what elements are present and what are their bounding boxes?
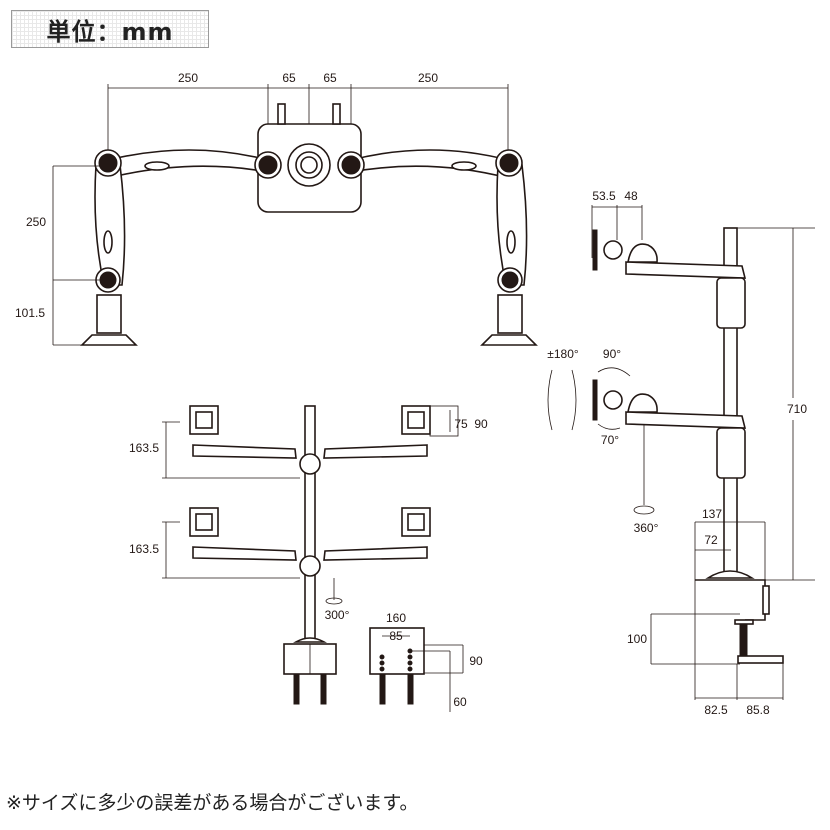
dim-vesa-75: 75 <box>454 417 468 431</box>
dim-clamp-depth: 60 <box>453 695 467 709</box>
unit-label: 単位：mm <box>11 10 209 48</box>
dim-clamp-front: 82.5 <box>704 703 728 717</box>
dim-pole-height: 710 <box>787 402 807 416</box>
dim-clamp-height: 90 <box>469 654 483 668</box>
dim-clamp-width-160: 160 <box>386 611 406 625</box>
footnote: ※サイズに多少の誤差がある場合がございます。 <box>6 792 419 814</box>
dim-base-height: 101.5 <box>15 306 45 320</box>
dim-arm-right: 250 <box>418 71 438 85</box>
dim-arm-height: 250 <box>26 215 46 229</box>
front-view: 250 65 65 250 250 101.5 <box>15 71 538 346</box>
dim-hole-spacing: 85 <box>389 629 403 643</box>
dim-vesa-depth: 53.5 <box>592 189 616 203</box>
label-quad-swivel: 300° <box>325 608 350 622</box>
dim-clamp-opening: 100 <box>627 632 647 646</box>
dim-clamp-width: 137 <box>702 507 722 521</box>
side-view: 53.5 48 ±180° 90° 70° 360° 710 137 <box>547 189 815 717</box>
dim-center-right: 65 <box>323 71 337 85</box>
label-tilt-down: 70° <box>601 433 619 447</box>
label-tilt-up: 90° <box>603 347 621 361</box>
label-rotation: ±180° <box>547 347 579 361</box>
dim-lower-height: 163.5 <box>129 542 159 556</box>
dim-joint-depth: 48 <box>624 189 638 203</box>
dim-vesa-90: 90 <box>474 417 488 431</box>
dim-upper-height: 163.5 <box>129 441 159 455</box>
dim-pole-offset: 72 <box>704 533 718 547</box>
quad-view: 163.5 163.5 75 90 300° 160 85 90 <box>129 405 488 712</box>
dim-clamp-back: 85.8 <box>746 703 770 717</box>
label-swivel: 360° <box>634 521 659 535</box>
dim-center-left: 65 <box>282 71 296 85</box>
dim-arm-left: 250 <box>178 71 198 85</box>
